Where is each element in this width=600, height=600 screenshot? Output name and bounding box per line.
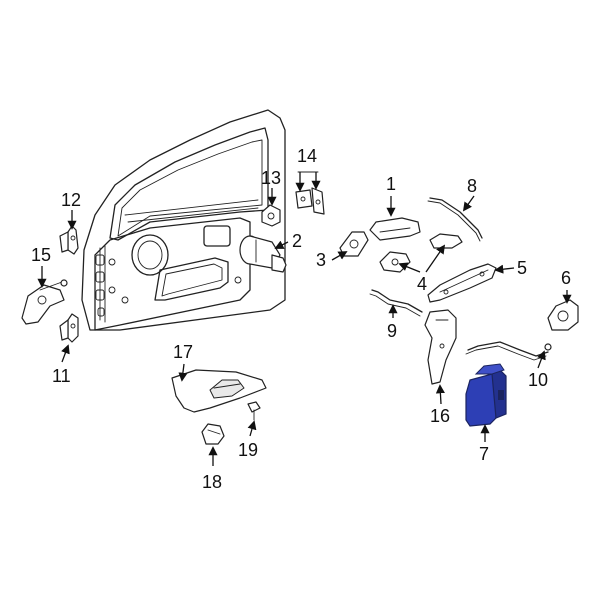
part-upper-hinge xyxy=(59,225,79,255)
callout-12: 12 xyxy=(61,190,81,210)
callout-9: 9 xyxy=(387,321,397,341)
callout-17: 17 xyxy=(173,342,193,362)
door-frame xyxy=(81,109,286,331)
callout-15: 15 xyxy=(31,245,51,265)
callout-16: 16 xyxy=(430,406,450,426)
part-rod-9 xyxy=(369,289,423,317)
part-lock-cable xyxy=(465,341,552,361)
part-door-lock-actuator xyxy=(465,363,507,427)
callout-6: 6 xyxy=(561,268,571,288)
part-lock-cylinder xyxy=(239,235,287,273)
callouts: 1 2 3 4 5 6 7 8 9 10 11 12 13 14 15 16 1… xyxy=(31,146,571,492)
callout-8: 8 xyxy=(467,176,477,196)
part-door-latch xyxy=(547,299,579,331)
callout-13: 13 xyxy=(261,168,281,188)
callout-2: 2 xyxy=(292,231,302,251)
part-inside-handle xyxy=(171,369,267,413)
callout-10: 10 xyxy=(528,370,548,390)
part-handle-seal xyxy=(379,251,411,273)
callout-18: 18 xyxy=(202,472,222,492)
part-screw xyxy=(247,401,261,421)
part-handle-gasket xyxy=(429,233,463,249)
callout-3: 3 xyxy=(316,250,326,270)
callout-5: 5 xyxy=(517,258,527,278)
part-outside-handle xyxy=(369,217,421,241)
callout-1: 1 xyxy=(386,174,396,194)
part-lock-striker-plate xyxy=(295,187,325,215)
callout-14: 14 xyxy=(297,146,317,166)
part-handle-reinforcement xyxy=(427,263,497,303)
part-striker xyxy=(261,204,281,227)
part-door-check xyxy=(21,279,68,325)
callout-19: 19 xyxy=(238,440,258,460)
callout-4: 4 xyxy=(417,274,427,294)
callout-7: 7 xyxy=(479,444,489,464)
part-lower-hinge xyxy=(59,313,79,343)
callout-11: 11 xyxy=(52,366,71,386)
part-rod-8 xyxy=(427,197,483,242)
leader-lines xyxy=(37,171,572,466)
part-lock-bracket xyxy=(424,309,457,385)
part-handle-clip xyxy=(201,423,225,445)
